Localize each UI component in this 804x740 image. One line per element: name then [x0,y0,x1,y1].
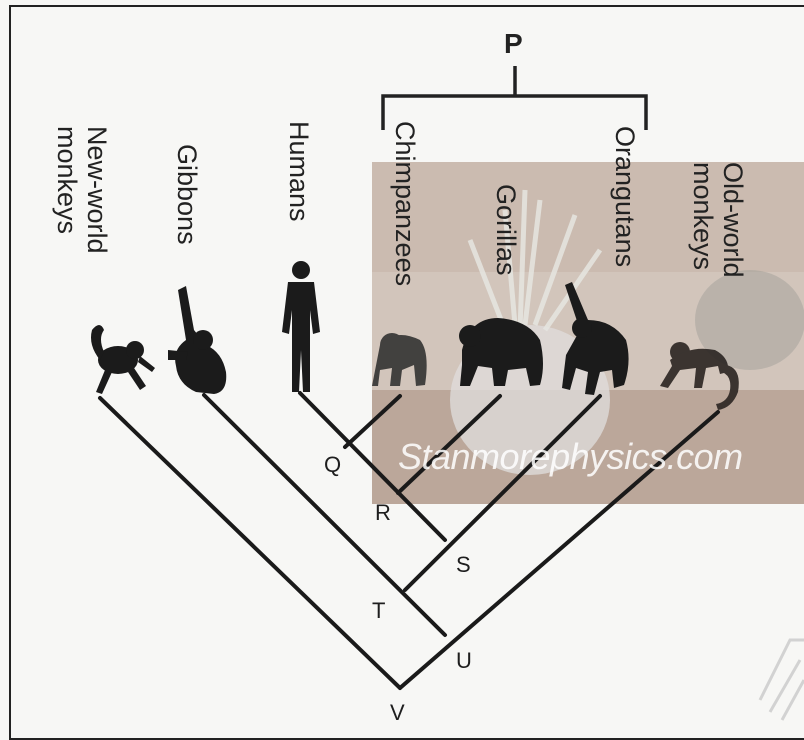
taxon-label-line1: New-world [82,126,112,254]
corner-stamp [760,640,804,720]
node-label-t: T [372,598,385,624]
taxon-label-line1: Old-world [718,162,748,278]
taxon-label-new-world-monkeys: New-world monkeys [52,126,112,254]
taxon-label-line1: Orangutans [610,126,640,267]
new-world-monkey-icon [91,325,155,394]
gibbon-icon [168,286,226,394]
taxon-label-line1: Gibbons [172,144,202,245]
node-label-r: R [375,500,391,526]
watermark-text: Stanmorephysics.com [398,436,743,478]
taxon-label-orangutans: Orangutans [610,126,640,267]
node-label-q: Q [324,452,341,478]
node-label-v: V [390,700,405,726]
taxon-label-line1: Gorillas [491,184,521,276]
node-label-s: S [456,552,471,578]
group-p-label: P [504,28,523,60]
human-icon [282,261,320,392]
taxon-label-humans: Humans [284,121,314,222]
taxon-label-line1: Humans [284,121,314,222]
taxon-label-old-world-monkeys: Old-world monkeys [688,162,748,278]
taxon-label-line1: Chimpanzees [390,121,420,286]
taxon-label-gorillas: Gorillas [491,184,521,276]
taxon-label-gibbons: Gibbons [172,144,202,245]
group-p-bracket [383,66,646,130]
taxon-label-line2: monkeys [52,126,82,254]
taxon-label-chimpanzees: Chimpanzees [390,121,420,286]
node-label-u: U [456,648,472,674]
taxon-label-line2: monkeys [688,162,718,278]
